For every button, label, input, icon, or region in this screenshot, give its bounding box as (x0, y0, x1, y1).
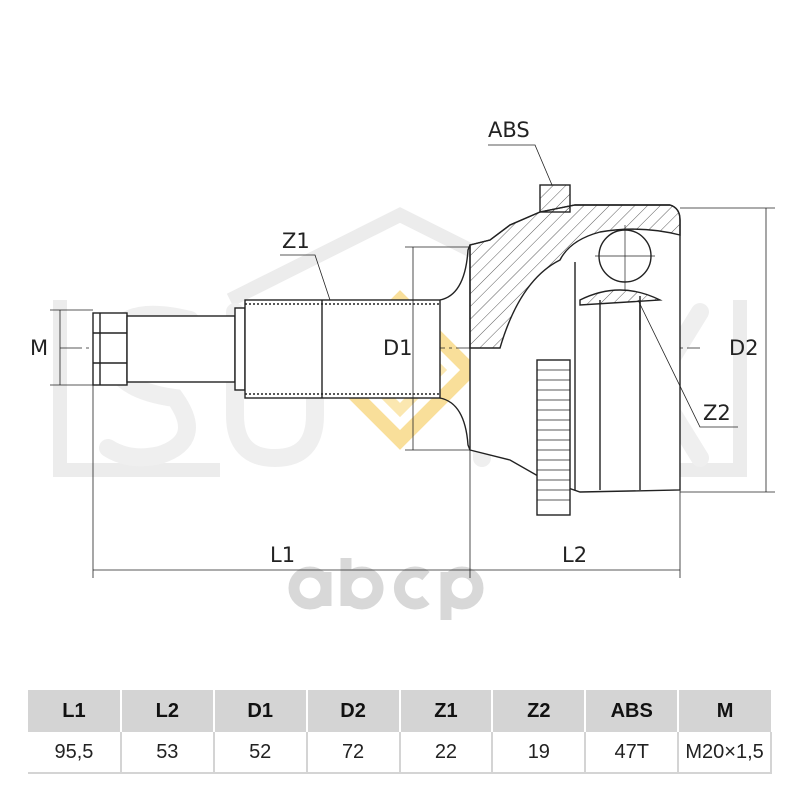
header-z1: Z1 (398, 690, 493, 732)
header-z2: Z2 (491, 690, 586, 732)
value-z2: 19 (491, 732, 586, 774)
value-l1: 95,5 (28, 732, 121, 774)
value-d2: 72 (305, 732, 400, 774)
header-abs: ABS (584, 690, 679, 732)
header-d1: D1 (212, 690, 307, 732)
value-abs: 47T (584, 732, 679, 774)
d2-dimension-label: D2 (729, 336, 759, 360)
cv-joint-drawing (50, 144, 775, 620)
spec-table: L1 L2 D1 D2 Z1 Z2 ABS M 95,5 53 52 72 22… (28, 690, 772, 774)
header-l2: L2 (119, 690, 214, 732)
abcp-watermark (288, 558, 484, 620)
z2-callout: Z2 (703, 401, 731, 425)
header-d2: D2 (305, 690, 400, 732)
m-dimension-label: M (30, 336, 49, 360)
l1-dimension-label: L1 (270, 543, 296, 567)
d1-dimension-label: D1 (383, 336, 413, 360)
value-z1: 22 (398, 732, 493, 774)
l2-dimension-label: L2 (562, 543, 588, 567)
header-l1: L1 (28, 690, 121, 732)
value-d1: 52 (212, 732, 307, 774)
abs-callout: ABS (488, 118, 530, 142)
value-m: M20×1,5 (677, 732, 772, 774)
z1-callout: Z1 (282, 229, 310, 253)
spec-table-row: 95,5 53 52 72 22 19 47T M20×1,5 (28, 732, 772, 774)
value-l2: 53 (119, 732, 214, 774)
header-m: M (677, 690, 771, 732)
spec-table-header: L1 L2 D1 D2 Z1 Z2 ABS M (28, 690, 771, 732)
